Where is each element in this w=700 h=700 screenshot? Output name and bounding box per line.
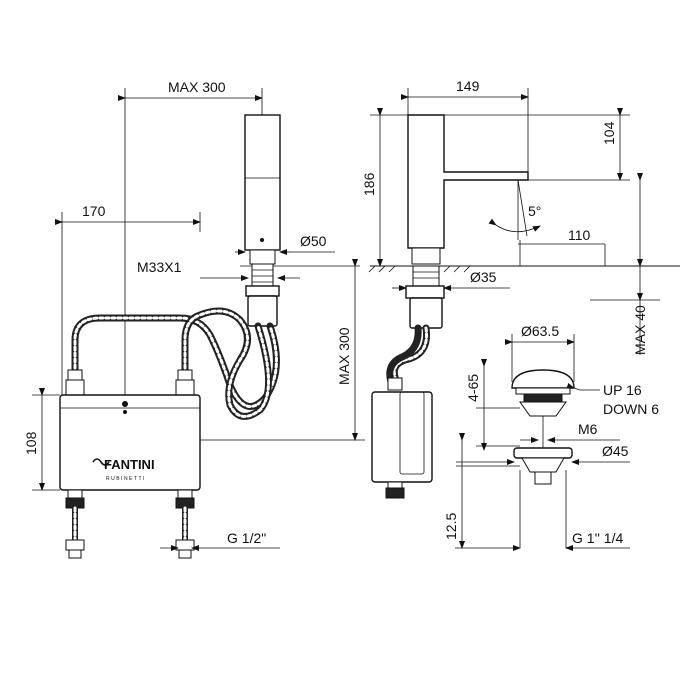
connection-label: G 1'' 1/4 xyxy=(572,530,623,546)
hose-fitting-left-top xyxy=(67,369,83,381)
outlet-height-label: 110 xyxy=(568,227,591,243)
faucet-base-side xyxy=(411,247,441,265)
inlet-left xyxy=(65,489,85,559)
thread-label: M33X1 xyxy=(137,259,182,275)
valve-cap xyxy=(511,369,575,389)
total-height-label: 186 xyxy=(361,172,377,196)
depth-label: 149 xyxy=(456,78,480,94)
box-height-label: 108 xyxy=(23,431,39,455)
valve-body-lower xyxy=(513,447,573,459)
svg-text:RUBINETTI: RUBINETTI xyxy=(106,476,146,482)
box-offset-label: 170 xyxy=(82,203,106,219)
spout-height-label: 104 xyxy=(601,121,617,145)
max-hose-label: MAX 300 xyxy=(336,327,352,385)
box-indicator xyxy=(122,401,128,407)
cap-diameter-label: Ø63.5 xyxy=(521,323,559,339)
mounting-nut-side xyxy=(405,285,445,299)
control-box-side xyxy=(371,391,433,483)
inlet-right xyxy=(175,489,195,559)
up-travel-label: UP 16 xyxy=(603,382,642,398)
tail-length-label: 12.5 xyxy=(443,513,459,540)
mounting-nut xyxy=(245,285,280,297)
range-label: 4-65 xyxy=(465,374,481,402)
side-view: 149 186 104 5° 110 MAX 40 xyxy=(361,78,680,499)
spout-base-front xyxy=(249,249,276,265)
valve-body xyxy=(519,401,567,417)
fantini-logo: FANTINI RUBINETTI xyxy=(92,457,155,482)
control-box xyxy=(59,394,201,491)
threaded-shank-side xyxy=(412,265,440,287)
waste-valve: Ø63.5 UP 16 DOWN 6 4-65 M6 Ø45 xyxy=(443,323,659,551)
tilt-angle-label: 5° xyxy=(528,203,541,219)
spout-body-front xyxy=(244,114,281,251)
hose-fitting-right-top xyxy=(177,369,193,381)
inlet-thread-label: G 1/2" xyxy=(227,530,266,546)
spout-diameter-label: Ø50 xyxy=(300,233,327,249)
max-deck-label: MAX 40 xyxy=(632,305,648,355)
front-view: MAX 300 170 Ø50 M33X1 MAX 300 xyxy=(23,79,365,559)
m6-label: M6 xyxy=(578,421,598,437)
svg-text:FANTINI: FANTINI xyxy=(104,457,155,472)
shank-body xyxy=(247,295,278,327)
threaded-shank xyxy=(251,263,274,287)
shank-body-side xyxy=(409,297,443,329)
hose-nut-left xyxy=(65,379,85,397)
faucet-body-side xyxy=(407,114,529,249)
body-diameter-label: Ø45 xyxy=(602,443,629,459)
down-travel-label: DOWN 6 xyxy=(603,401,659,417)
hose-nut-right xyxy=(175,379,195,397)
valve-flange xyxy=(523,393,563,403)
max-reach-label: MAX 300 xyxy=(168,79,226,95)
base-diameter-label: Ø35 xyxy=(470,269,497,285)
